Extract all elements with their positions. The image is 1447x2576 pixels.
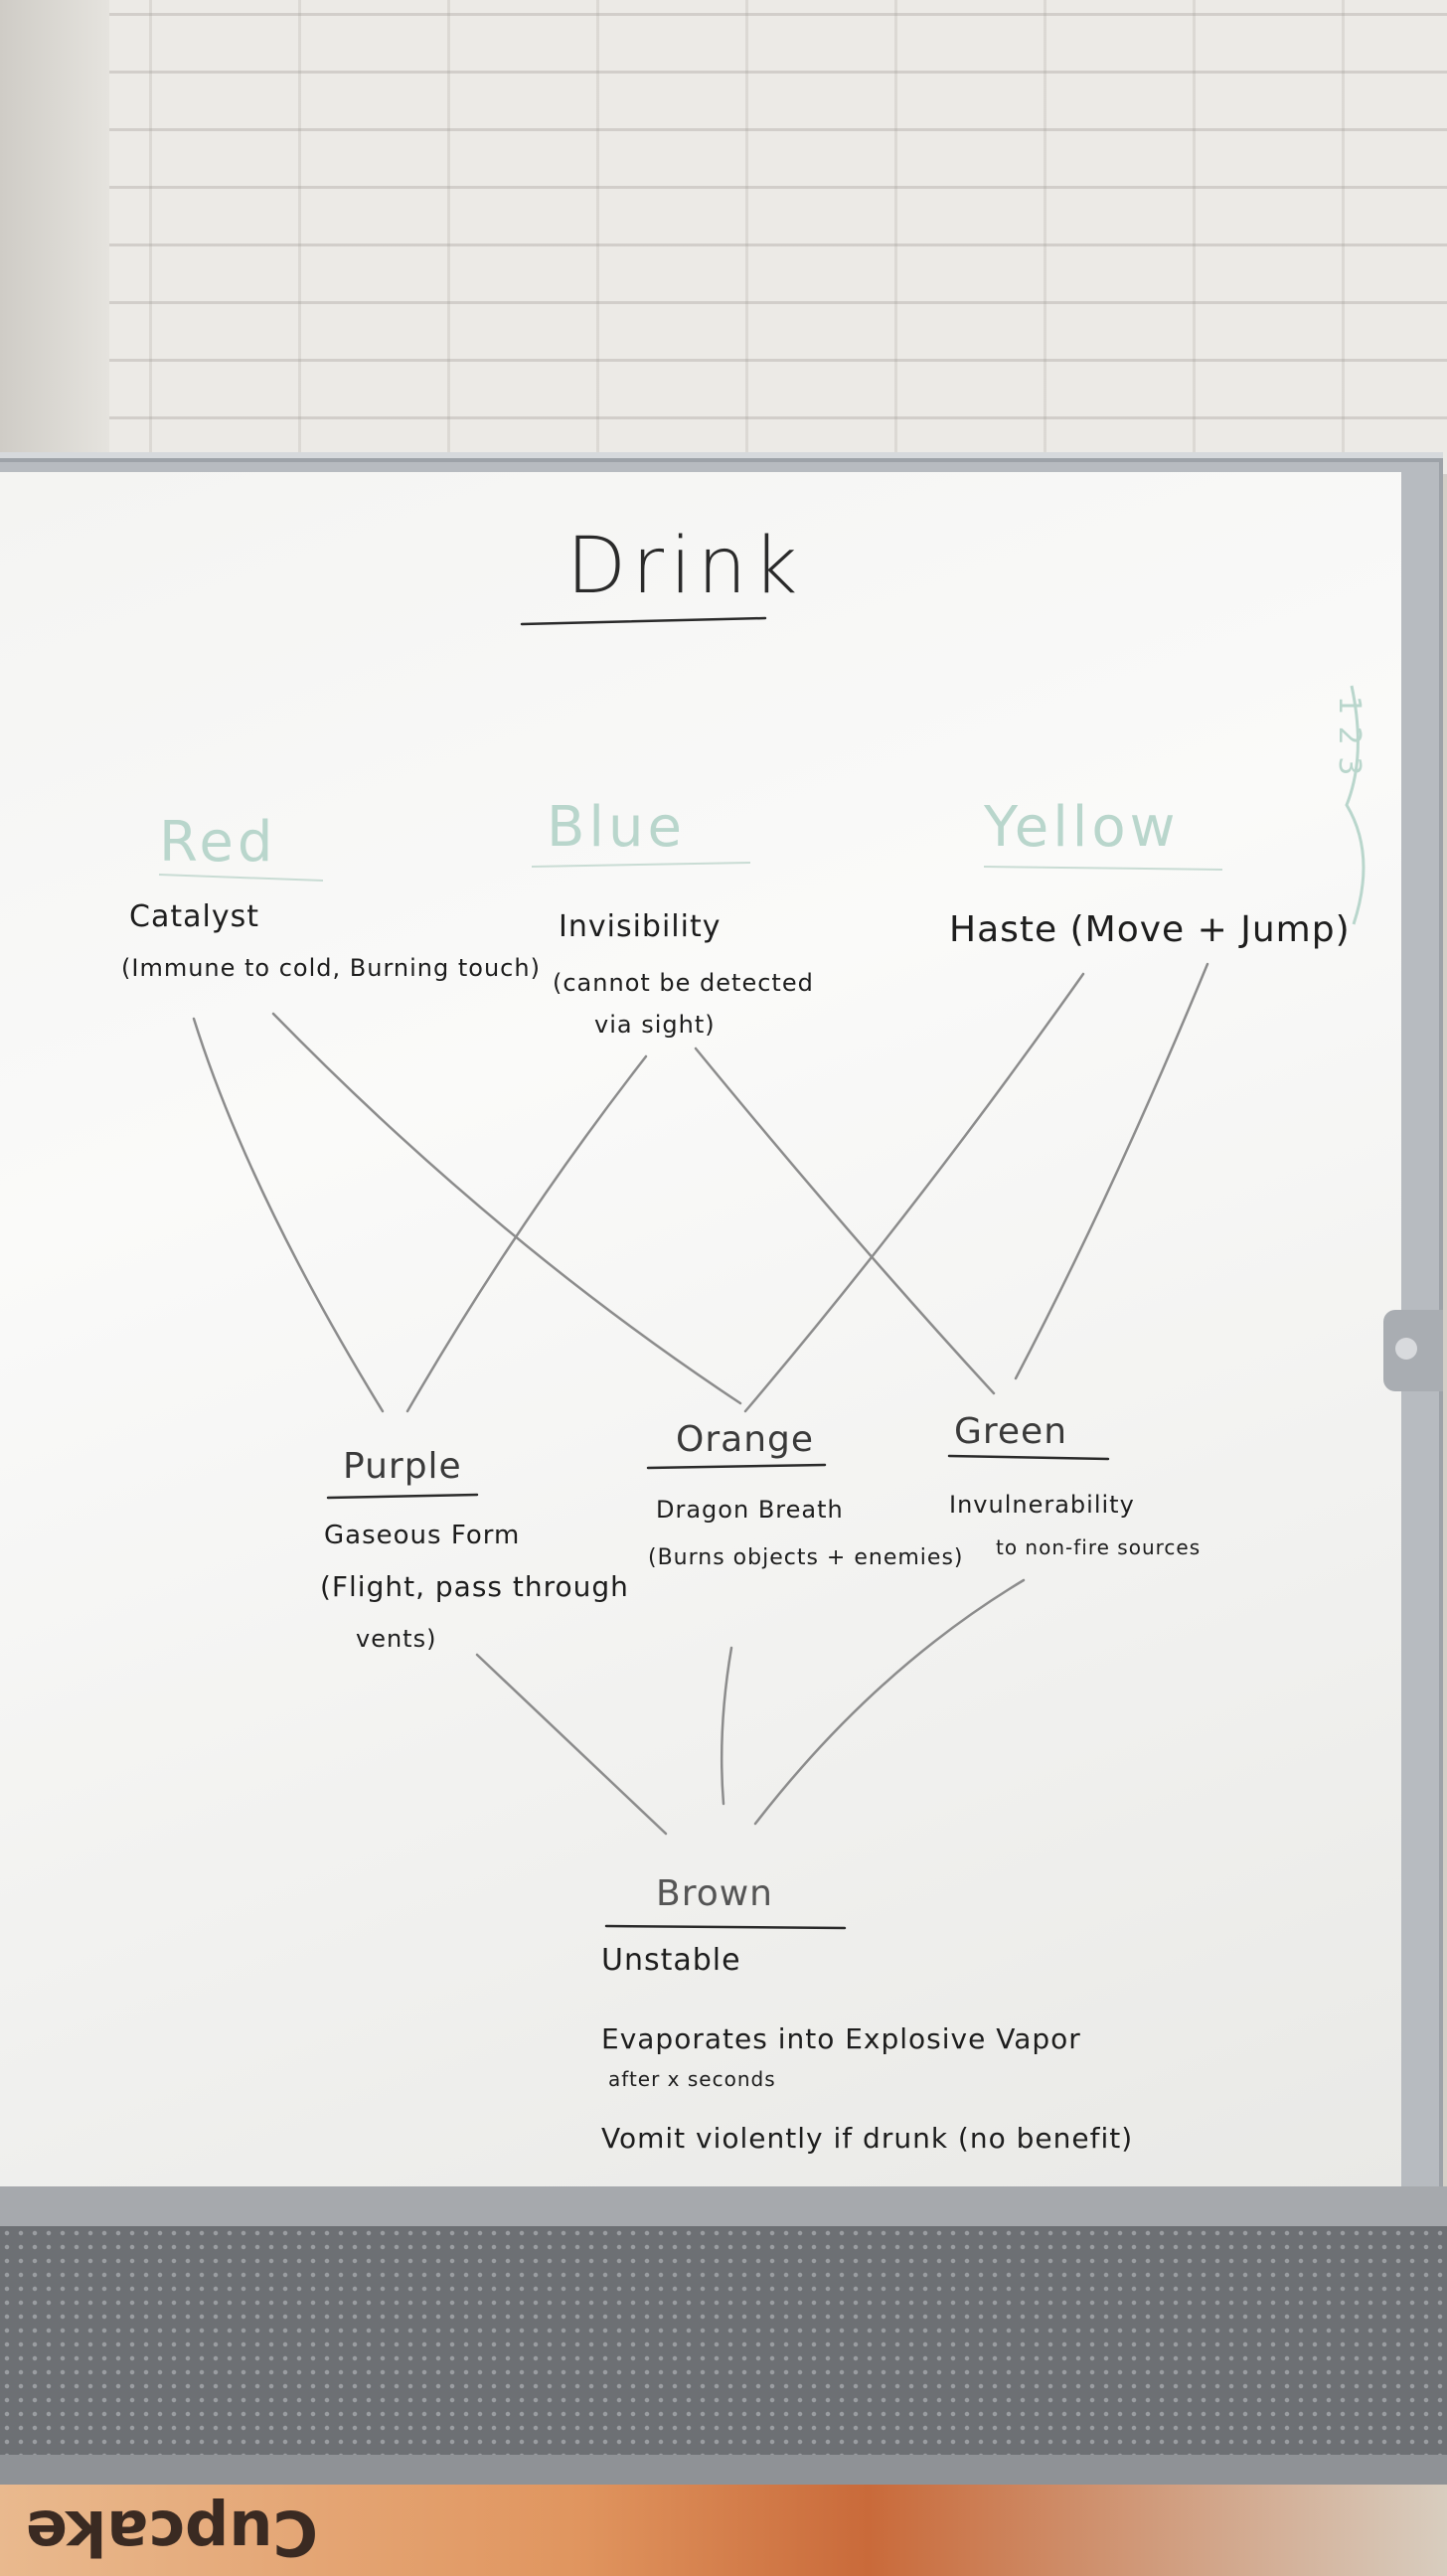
line-red-to-orange <box>271 1012 742 1405</box>
stand-mesh-panel <box>0 2226 1447 2465</box>
green-underline <box>947 1454 1110 1461</box>
purple-underline <box>326 1493 479 1500</box>
stand-bottom-bar <box>0 2455 1447 2485</box>
purple-detail-line1: (Flight, pass through <box>320 1570 629 1603</box>
brown-line1: Evaporates into Explosive Vapor <box>601 2022 1081 2055</box>
brown-color-label: Brown <box>656 1873 773 1914</box>
board-clamp <box>1383 1310 1443 1391</box>
blue-underline <box>531 862 751 868</box>
yellow-effect: Haste (Move + Jump) <box>949 909 1351 950</box>
line-blue-to-green <box>694 1046 996 1395</box>
blue-detail-line2: via sight) <box>594 1011 716 1039</box>
line-blue-to-purple <box>405 1054 648 1413</box>
brown-effect: Unstable <box>601 1943 741 1978</box>
whiteboard-surface <box>0 472 1401 2186</box>
red-detail: (Immune to cold, Burning touch) <box>121 954 541 982</box>
red-color-label: Red <box>159 810 277 875</box>
line-yellow-to-green <box>1014 962 1209 1380</box>
board-title: Drink <box>566 522 804 611</box>
green-detail: to non-fire sources <box>996 1535 1202 1559</box>
clamp-bolt <box>1395 1338 1417 1360</box>
line-purple-to-brown <box>475 1653 668 1836</box>
orange-effect: Dragon Breath <box>656 1496 844 1524</box>
floor-mat <box>0 2485 1447 2576</box>
green-color-label: Green <box>954 1411 1068 1452</box>
margin-scribble-line <box>1345 685 1366 925</box>
line-orange-to-brown <box>720 1646 733 1806</box>
yellow-color-label: Yellow <box>984 795 1180 860</box>
marker-tray <box>0 2186 1447 2226</box>
brown-line3: Vomit violently if drunk (no benefit) <box>601 2122 1134 2155</box>
yellow-underline <box>983 866 1223 871</box>
orange-color-label: Orange <box>676 1419 815 1460</box>
blue-effect: Invisibility <box>559 909 722 944</box>
purple-detail-line2: vents) <box>356 1625 437 1653</box>
line-yellow-to-orange <box>743 972 1085 1413</box>
blue-detail-line1: (cannot be detected <box>553 969 814 997</box>
line-red-to-purple <box>192 1017 385 1413</box>
purple-color-label: Purple <box>343 1446 462 1487</box>
green-effect: Invulnerability <box>949 1491 1135 1519</box>
margin-scribble: 1 2 3 <box>1332 696 1367 777</box>
title-underline <box>520 616 767 626</box>
purple-effect: Gaseous Form <box>324 1521 521 1550</box>
orange-detail: (Burns objects + enemies) <box>648 1545 964 1570</box>
wall-shadow <box>0 0 109 477</box>
orange-underline <box>646 1463 827 1470</box>
blue-color-label: Blue <box>547 795 686 860</box>
brown-line2: after x seconds <box>608 2067 776 2091</box>
line-green-to-brown <box>753 1578 1026 1826</box>
red-underline <box>158 874 324 882</box>
brick-wall <box>0 0 1447 477</box>
brown-underline <box>604 1924 847 1930</box>
red-effect: Catalyst <box>129 899 259 934</box>
